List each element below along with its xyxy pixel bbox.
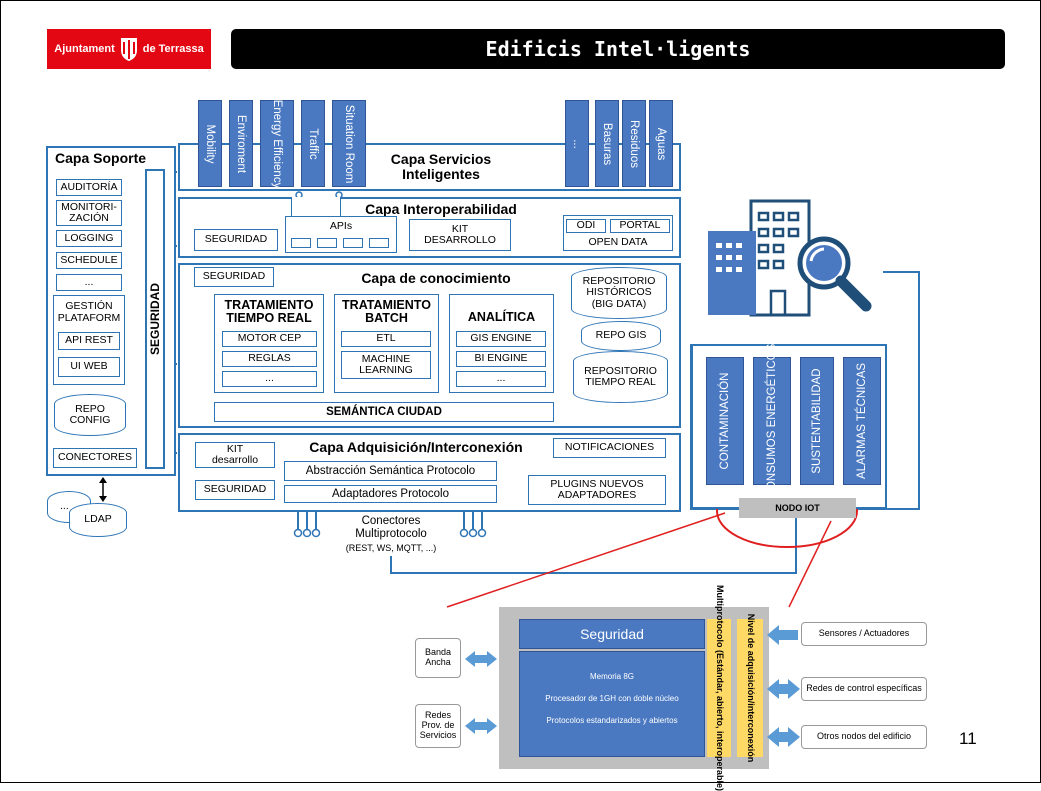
- soporte-item: AUDITORÍA: [56, 179, 122, 196]
- repo-gis: REPO GIS: [581, 321, 661, 351]
- reglas: REGLAS: [222, 351, 317, 367]
- interop-seguridad: SEGURIDAD: [194, 229, 278, 251]
- tiempo-real-title: TRATAMIENTO TIEMPO REAL: [224, 298, 314, 326]
- batch-title: TRATAMIENTO BATCH: [342, 298, 431, 326]
- repo-tiempo-real: REPOSITORIO TIEMPO REAL: [573, 351, 668, 403]
- soporte-item: MONITORI- ZACIÓN: [56, 200, 122, 226]
- apis-box: [291, 197, 341, 217]
- plugins-adaptadores: PLUGINS NUEVOS ADAPTADORES: [528, 475, 666, 505]
- api-slot: [317, 238, 337, 248]
- tiempo-real-more: ...: [222, 371, 317, 387]
- title-bar: Edificis Intel·ligents: [231, 29, 1005, 69]
- gestion-item: API REST: [58, 332, 120, 350]
- service-tab-traffic: Traffic: [301, 100, 325, 187]
- adaptadores-protocolo: Adaptadores Protocolo: [284, 485, 497, 503]
- logo-text-right: de Terrassa: [142, 43, 204, 55]
- redes-proveedor: Redes Prov. de Servicios: [415, 704, 461, 748]
- service-tab-aguas: Aguas: [649, 100, 673, 187]
- open-data-label: OPEN DATA: [588, 235, 648, 248]
- otros-nodos: Otros nodos del edificio: [801, 725, 927, 749]
- soporte-item: SCHEDULE: [56, 252, 122, 269]
- gestion-item: UI WEB: [58, 357, 120, 377]
- service-tab-residuos: Residuos: [622, 100, 646, 187]
- indicator-sustentabilidad: SUSTENTABILIDAD: [800, 357, 834, 485]
- multiprotocolo-bar: Multiprotocolo (Estándar, abierto, inter…: [707, 585, 731, 791]
- sensores-actuadores: Sensores / Actuadores: [801, 622, 927, 646]
- nodo-iot: NODO IOT: [739, 498, 856, 518]
- soporte-item: LOGGING: [56, 230, 122, 247]
- seguridad-vertical-label: SEGURIDAD: [148, 282, 162, 356]
- logo: Ajuntament de Terrassa: [47, 29, 211, 69]
- node-specs: Memoria 8G Procesador de 1GH con doble n…: [519, 651, 705, 757]
- servicios-title: Capa Servicios Inteligentes: [390, 151, 492, 182]
- building-icon: [708, 199, 872, 317]
- notificaciones: NOTIFICACIONES: [553, 438, 666, 458]
- service-tab-more: ...: [565, 100, 589, 187]
- gestion-title: GESTIÓN PLATAFORM: [57, 300, 121, 324]
- semantica-ciudad: SEMÁNTICA CIUDAD: [214, 402, 554, 422]
- spec-protocolos: Protocolos estandarizados y abiertos: [546, 716, 678, 725]
- spec-procesador: Procesador de 1GH con doble núcleo: [545, 694, 679, 703]
- indicator-alarmas: ALARMAS TÉCNICAS: [843, 357, 881, 485]
- soporte-title: Capa Soporte: [55, 150, 147, 166]
- analitica-title: ANALÍTICA: [467, 310, 536, 324]
- service-tab-energy: Energy Efficiency: [260, 99, 294, 188]
- banda-ancha: Banda Ancha: [415, 638, 461, 678]
- seguridad-vertical: SEGURIDAD: [145, 169, 165, 469]
- service-tab-enviroment: Enviroment: [229, 100, 253, 187]
- conocimiento-title: Capa de conocimiento: [361, 270, 511, 286]
- conectores-protocols: (REST, WS, MQTT, ...): [345, 543, 437, 553]
- machine-learning: MACHINE LEARNING: [341, 351, 431, 379]
- indicator-consumos: CONSUMOS ENERGÉTICOS: [753, 344, 791, 498]
- redes-control: Redes de control específicas: [801, 677, 927, 701]
- page-number: 11: [959, 729, 977, 748]
- conocimiento-seguridad: SEGURIDAD: [194, 267, 274, 287]
- service-tab-situation: Situation Room: [332, 100, 366, 187]
- spec-memoria: Memoria 8G: [589, 672, 634, 681]
- repo-config: REPO CONFIG: [54, 394, 126, 436]
- soporte-item: ...: [56, 274, 122, 291]
- api-slot: [291, 238, 311, 248]
- api-slot: [369, 238, 389, 248]
- abstraccion-protocolo: Abstracción Semántica Protocolo: [284, 461, 497, 481]
- motor-cep: MOTOR CEP: [222, 331, 317, 347]
- api-slot: [343, 238, 363, 248]
- kit-desarrollo: KIT DESARROLLO: [409, 219, 511, 251]
- service-tab-basuras: Basuras: [595, 100, 619, 187]
- bi-engine: BI ENGINE: [456, 351, 546, 367]
- conectores-multiprotocolo: Conectores Multiprotocolo: [355, 515, 427, 540]
- etl: ETL: [341, 331, 431, 347]
- adquisicion-title: Capa Adquisición/Interconexión: [309, 439, 523, 455]
- analitica-more: ...: [456, 371, 546, 387]
- conectores-box: CONECTORES: [53, 448, 137, 468]
- apis-label: APIs: [329, 220, 353, 232]
- service-tab-mobility: Mobility: [198, 100, 222, 187]
- odi-box: ODI: [566, 219, 606, 233]
- page-title: Edificis Intel·ligents: [485, 37, 751, 61]
- adq-seguridad: SEGURIDAD: [195, 480, 275, 500]
- ldap-cylinder: LDAP: [69, 503, 127, 537]
- portal-box: PORTAL: [610, 219, 670, 233]
- gis-engine: GIS ENGINE: [456, 331, 546, 347]
- nivel-adquisicion-bar: Nivel de adquisición/interconexión: [737, 614, 763, 762]
- logo-text-left: Ajuntament: [54, 43, 115, 55]
- node-seguridad: Seguridad: [519, 619, 705, 649]
- adq-kit: KIT desarrollo: [195, 442, 275, 468]
- repo-historicos: REPOSITORIO HISTÓRICOS (BIG DATA): [571, 267, 667, 319]
- indicator-contaminacion: CONTAMINACIÓN: [706, 357, 744, 485]
- interoperabilidad-title: Capa Interoperabilidad: [365, 201, 517, 217]
- crest-icon: [120, 38, 137, 61]
